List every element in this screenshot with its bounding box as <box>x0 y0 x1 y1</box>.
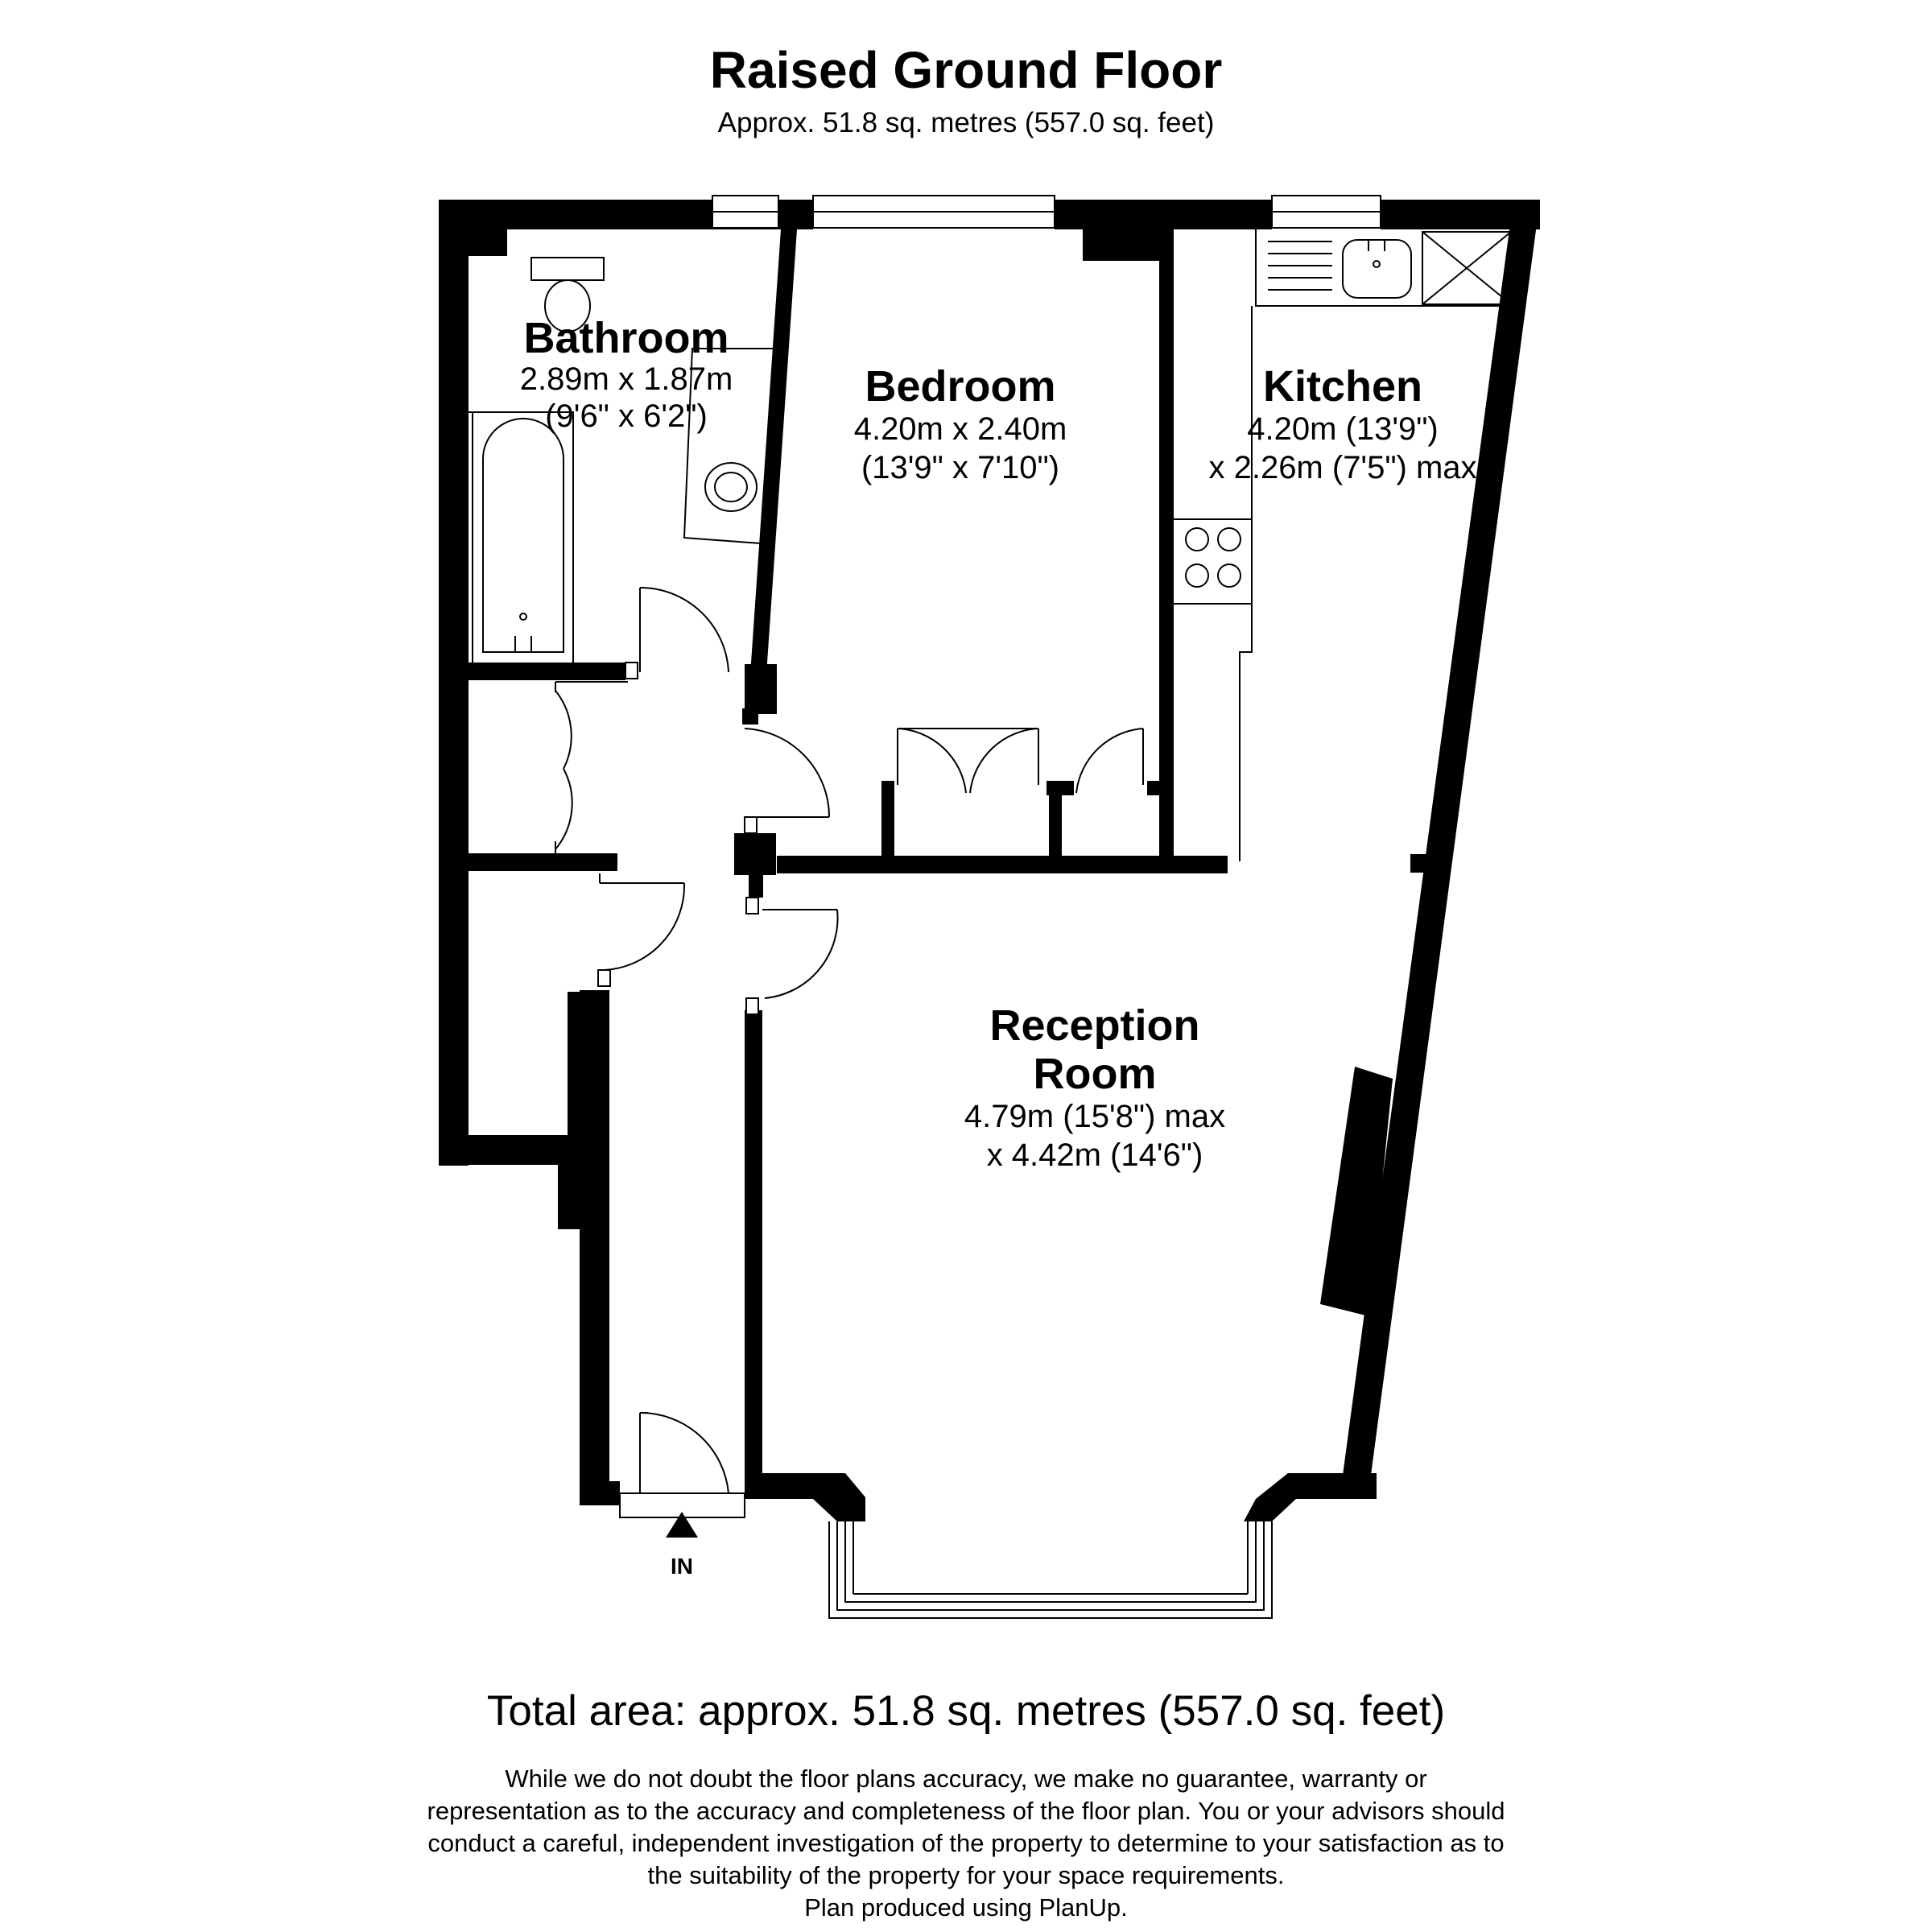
kitchen-dim1: 4.20m (13'9") <box>1247 411 1439 447</box>
floor-area: Approx. 51.8 sq. metres (557.0 sq. feet) <box>717 107 1215 138</box>
disclaimer-line: conduct a careful, independent investiga… <box>427 1829 1505 1857</box>
bathroom-dim2: (9'6" x 6'2") <box>545 398 708 434</box>
disclaimer: While we do not doubt the floor plans ac… <box>0 1763 1932 1924</box>
bathroom-name: Bathroom <box>524 314 729 362</box>
bedroom-name: Bedroom <box>865 362 1055 411</box>
bathroom-dim1: 2.89m x 1.87m <box>520 361 733 397</box>
internal-walls <box>469 229 1449 898</box>
outer-walls <box>439 200 1540 1521</box>
reception-name-line1: Reception <box>989 1001 1199 1050</box>
disclaimer-line: representation as to the accuracy and co… <box>427 1797 1505 1825</box>
disclaimer-line: Plan produced using PlanUp. <box>804 1893 1128 1922</box>
reception-dim2: x 4.42m (14'6") <box>987 1137 1203 1173</box>
disclaimer-line: the suitability of the property for your… <box>647 1861 1285 1889</box>
windows <box>619 195 1381 1619</box>
total-area: Total area: approx. 51.8 sq. metres (557… <box>486 1687 1446 1735</box>
entrance-arrow <box>666 1512 698 1538</box>
kitchen-dim2: x 2.26m (7'5") max <box>1208 450 1476 485</box>
reception-dim1: 4.79m (15'8") max <box>964 1099 1225 1134</box>
floor-title: Raised Ground Floor <box>709 41 1223 99</box>
bedroom-dim2: (13'9" x 7'10") <box>861 450 1059 485</box>
fixtures <box>469 229 1517 861</box>
reception-name-line2: Room <box>1034 1050 1157 1098</box>
bedroom-dim1: 4.20m x 2.40m <box>854 411 1067 447</box>
kitchen-name: Kitchen <box>1263 362 1422 411</box>
disclaimer-line: While we do not doubt the floor plans ac… <box>505 1765 1427 1793</box>
entrance-label: IN <box>671 1554 693 1579</box>
doors <box>555 586 1144 1494</box>
